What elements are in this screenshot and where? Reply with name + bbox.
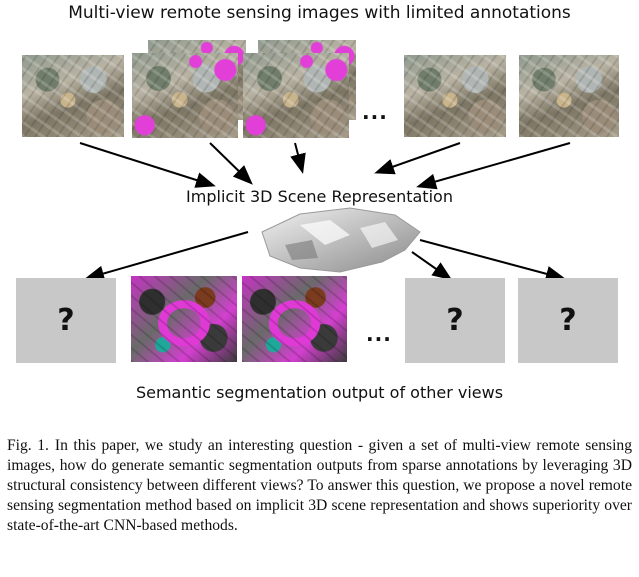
arrow-scene-to-out1 (84, 231, 249, 282)
unknown-output-n-1: ? (405, 278, 505, 363)
figure-top-title: Multi-view remote sensing images with li… (68, 3, 571, 23)
unknown-output-n: ? (518, 278, 618, 363)
arrow-scene-to-outn (419, 239, 566, 282)
bottom-row-ellipsis: ... (366, 322, 392, 346)
arrow-viewn-to-scene (416, 142, 571, 190)
top-row-ellipsis: ... (362, 100, 388, 124)
figure-bottom-title: Semantic segmentation output of other vi… (135, 383, 504, 402)
arrow-view1-to-scene (79, 142, 216, 188)
unknown-output-1: ? (16, 278, 116, 363)
arrow-view2-to-scene (209, 142, 253, 185)
figure-caption-label: Fig. 1. (7, 437, 49, 454)
arrow-viewn1-to-scene (374, 142, 461, 175)
segmentation-output-1 (131, 276, 237, 362)
figure-caption-text: In this paper, we study an interesting q… (7, 437, 632, 534)
annotated-view-2 (243, 53, 349, 138)
arrow-view3-to-scene (290, 142, 306, 174)
input-view-n (519, 55, 619, 137)
figure-caption: Fig. 1.In this paper, we study an intere… (7, 436, 632, 536)
input-view-1 (22, 55, 124, 137)
implicit-3d-label: Implicit 3D Scene Representation (186, 187, 453, 206)
segmentation-output-2 (242, 276, 347, 362)
input-view-n-1 (404, 55, 506, 137)
annotated-view-1 (132, 53, 238, 138)
arrow-scene-to-outn1 (411, 251, 453, 281)
